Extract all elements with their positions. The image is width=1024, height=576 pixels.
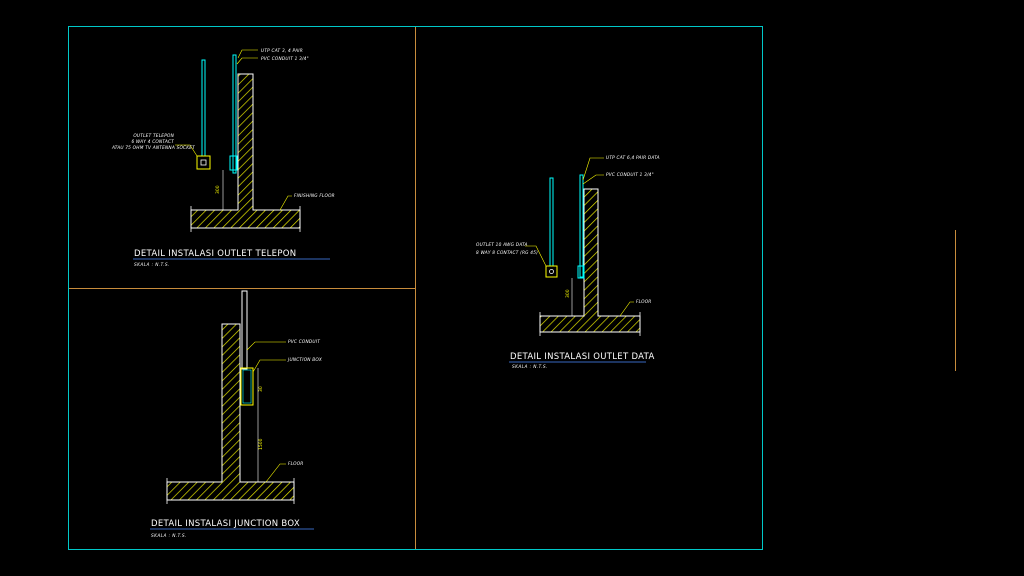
dim-30: 30: [258, 386, 264, 392]
panel-scale: SKALA : N.T.S.: [512, 364, 548, 370]
leader-conduit: [582, 174, 604, 185]
front-conduit: [201, 59, 206, 157]
label-conduit: PVC CONDUIT 1 3/4": [261, 56, 309, 62]
pvc-conduit: [579, 174, 584, 278]
leader-utp: [237, 49, 258, 59]
label-outlet-2: 8 WAY 8 CONTACT (RG 45): [476, 250, 538, 256]
label-utp: UTP CAT 3, 4 PAIR: [261, 48, 303, 54]
front-conduit: [549, 177, 554, 267]
leader-conduit: [246, 341, 286, 351]
label-conduit: PVC CONDUIT 1 3/4": [606, 172, 654, 178]
wall-box: [577, 265, 585, 279]
leader-utp: [582, 157, 604, 181]
outlet-telepon-face: [196, 155, 211, 170]
panel-title: DETAIL INSTALASI OUTLET TELEPON: [134, 249, 296, 259]
sheet-frame: [68, 26, 763, 550]
leader-outlet: [525, 245, 547, 267]
junction-box-inner: [242, 369, 252, 404]
pvc-conduit: [241, 290, 248, 370]
leader-box: [252, 359, 286, 373]
dim-1500: 1500: [258, 438, 264, 450]
outlet-socket: [200, 159, 207, 166]
label-outlet-1: OUTLET TELEPON: [133, 133, 174, 139]
label-floor: FLOOR: [636, 299, 651, 305]
wall-box: [229, 155, 238, 171]
panel-scale: SKALA : N.T.S.: [151, 533, 187, 539]
label-outlet-3: ATAU 75 OHM TV ANTENNA SOCKET: [111, 145, 195, 151]
label-floor: FLOOR: [288, 461, 303, 467]
panel-junction-box[interactable]: 30 1500 PVC CONDUIT JUNCTION BOX FLOOR D…: [150, 290, 323, 539]
leader-outlet: [175, 144, 198, 157]
junction-box: [240, 367, 254, 406]
wall-floor-section: [539, 188, 641, 333]
label-utp: UTP CAT 6,4 PAIR DATA: [606, 155, 660, 161]
wall-floor-section: [190, 73, 301, 229]
leader-conduit: [236, 57, 258, 65]
panel-title: DETAIL INSTALASI OUTLET DATA: [510, 352, 655, 362]
panel-outlet-data[interactable]: 300 UTP CAT 6,4 PAIR DATA PVC CONDUIT 1 …: [476, 155, 660, 370]
label-conduit: PVC CONDUIT: [288, 339, 320, 345]
label-outlet-1: OUTLET 10 AWG DATA: [476, 242, 528, 248]
dim-300: 300: [215, 185, 221, 194]
leader-floor: [619, 301, 634, 317]
label-box: JUNCTION BOX: [287, 357, 323, 363]
panel-scale: SKALA : N.T.S.: [134, 262, 170, 268]
panel-title: DETAIL INSTALASI JUNCTION BOX: [151, 519, 300, 529]
outlet-socket: [549, 269, 554, 274]
dim-300: 300: [565, 289, 571, 298]
wall-floor-section: [166, 323, 295, 501]
leader-floor: [265, 463, 286, 483]
label-floor: FINISHING FLOOR: [294, 193, 335, 199]
outlet-data-face: [545, 265, 558, 278]
label-outlet-2: 6 WAY 4 CONTACT: [131, 139, 174, 145]
pvc-conduit: [232, 54, 237, 174]
leader-floor: [279, 195, 292, 211]
panel-outlet-telepon[interactable]: 300 UTP CAT 3, 4 PAIR PVC CONDUIT 1 3/4"…: [111, 48, 335, 268]
